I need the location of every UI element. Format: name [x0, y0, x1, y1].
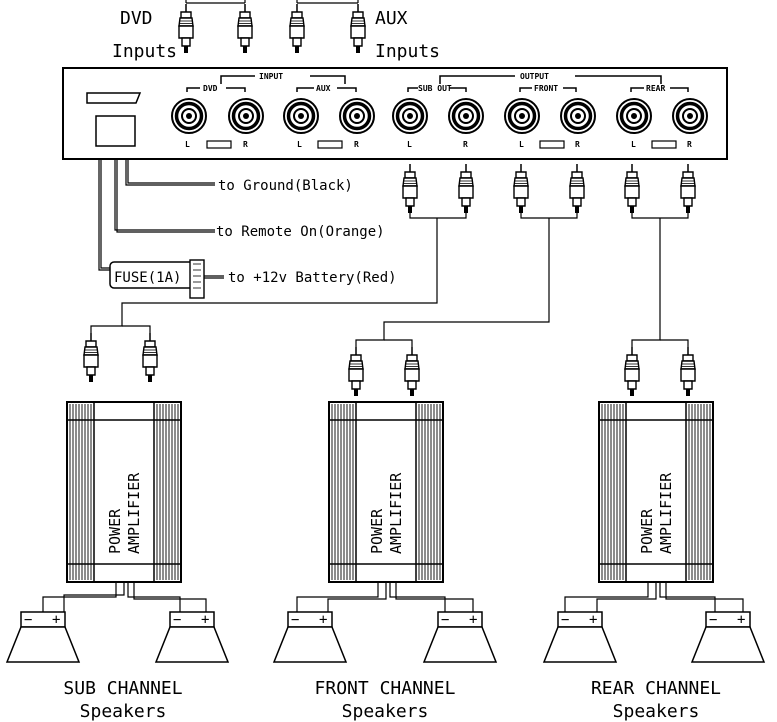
amplifier-front: POWER AMPLIFIER [328, 401, 444, 583]
dvd-input-plugs [178, 0, 253, 54]
sub-channel-label: SUB CHANNEL [63, 678, 182, 699]
terminal-plus: + [589, 612, 597, 628]
sub-speakers-label: Speakers [80, 701, 167, 722]
terminal-minus: − [709, 612, 717, 628]
jack-rear-l[interactable] [615, 97, 653, 135]
terminal-minus: − [24, 612, 32, 628]
terminal-minus: − [561, 612, 569, 628]
terminal-plus: + [469, 612, 477, 628]
amplifier-sub: POWER AMPLIFIER [66, 401, 182, 583]
front-channel-label: FRONT CHANNEL [315, 678, 456, 699]
jack-rear-r[interactable] [671, 97, 709, 135]
group-label-aux: AUX [316, 84, 331, 93]
input-header: INPUT [259, 72, 283, 81]
power-button[interactable] [95, 115, 136, 147]
amp-sub-line2: AMPLIFIER [125, 472, 143, 554]
front-speakers-label: Speakers [342, 701, 429, 722]
dvd-l-label: L [185, 140, 190, 149]
rear-r-label: R [687, 140, 692, 149]
rear-l-label: L [631, 140, 636, 149]
jack-aux-r[interactable] [338, 97, 376, 135]
amp-input-plugs [83, 332, 696, 397]
speaker-rear-right: − + [691, 611, 765, 663]
front-l-label: L [519, 140, 524, 149]
group-label-front: FRONT [534, 84, 558, 93]
remote-label: to Remote On(Orange) [216, 224, 385, 240]
speaker-wires [42, 582, 744, 612]
power-wiring [98, 159, 224, 279]
amp-sub-line1: POWER [106, 508, 124, 554]
speaker-front-left: − + [273, 611, 347, 663]
signal-wires [90, 213, 689, 347]
dvd-inputs-label-1: DVD [120, 8, 153, 29]
speaker-rear-left: − + [543, 611, 617, 663]
aux-r-label: R [354, 140, 359, 149]
dvd-inputs-label-2: Inputs [112, 41, 177, 62]
jack-front-l[interactable] [503, 97, 541, 135]
output-header: OUTPUT [520, 72, 549, 81]
slot-icon [86, 92, 142, 104]
jack-sub-r[interactable] [447, 97, 485, 135]
battery-label: to +12v Battery(Red) [228, 270, 397, 286]
sub-r-label: R [463, 140, 468, 149]
amplifier-rear: POWER AMPLIFIER [598, 401, 714, 583]
output-plugs [402, 163, 696, 214]
amp-front-line2: AMPLIFIER [387, 472, 405, 554]
aux-inputs-label-1: AUX [375, 8, 408, 29]
amp-front-line1: POWER [368, 508, 386, 554]
rear-channel-label: REAR CHANNEL [591, 678, 721, 699]
speaker-front-right: − + [423, 611, 497, 663]
head-unit-panel: INPUT OUTPUT DVD AUX SUB OUT FRONT REAR … [62, 67, 728, 160]
group-label-sub-out: SUB OUT [418, 84, 452, 93]
terminal-minus: − [173, 612, 181, 628]
aux-l-label: L [297, 140, 302, 149]
terminal-minus: − [291, 612, 299, 628]
terminal-plus: + [319, 612, 327, 628]
sub-l-label: L [407, 140, 412, 149]
terminal-plus: + [201, 612, 209, 628]
aux-input-plugs [289, 0, 366, 54]
aux-inputs-label-2: Inputs [375, 41, 440, 62]
dvd-r-label: R [243, 140, 248, 149]
jack-aux-l[interactable] [282, 97, 320, 135]
fuse: FUSE(1A) [109, 259, 205, 299]
speaker-sub-right: − + [155, 611, 229, 663]
speaker-sub-left: − + [6, 611, 80, 663]
jack-sub-l[interactable] [391, 97, 429, 135]
group-label-rear: REAR [646, 84, 665, 93]
amp-rear-line2: AMPLIFIER [657, 472, 675, 554]
front-r-label: R [575, 140, 580, 149]
jack-dvd-r[interactable] [227, 97, 265, 135]
jack-front-r[interactable] [559, 97, 597, 135]
fuse-label: FUSE(1A) [114, 270, 181, 286]
jack-dvd-l[interactable] [170, 97, 208, 135]
terminal-minus: − [441, 612, 449, 628]
amp-rear-line1: POWER [638, 508, 656, 554]
rear-speakers-label: Speakers [613, 701, 700, 722]
terminal-plus: + [737, 612, 745, 628]
terminal-plus: + [52, 612, 60, 628]
ground-label: to Ground(Black) [218, 178, 353, 194]
group-label-dvd: DVD [203, 84, 218, 93]
